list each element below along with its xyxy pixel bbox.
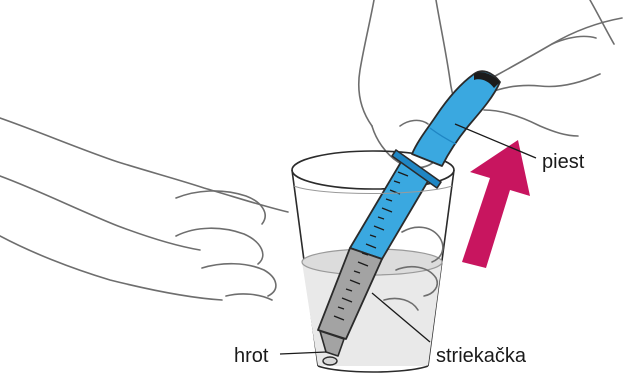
syringe-plunger	[412, 71, 500, 166]
up-arrow-icon	[462, 140, 530, 268]
plunger-label: piest	[542, 151, 585, 173]
left-hand	[0, 118, 288, 300]
plunger-leader-line	[455, 124, 536, 158]
syringe-label: striekačka	[436, 345, 527, 367]
tip-label: hrot	[234, 345, 269, 367]
